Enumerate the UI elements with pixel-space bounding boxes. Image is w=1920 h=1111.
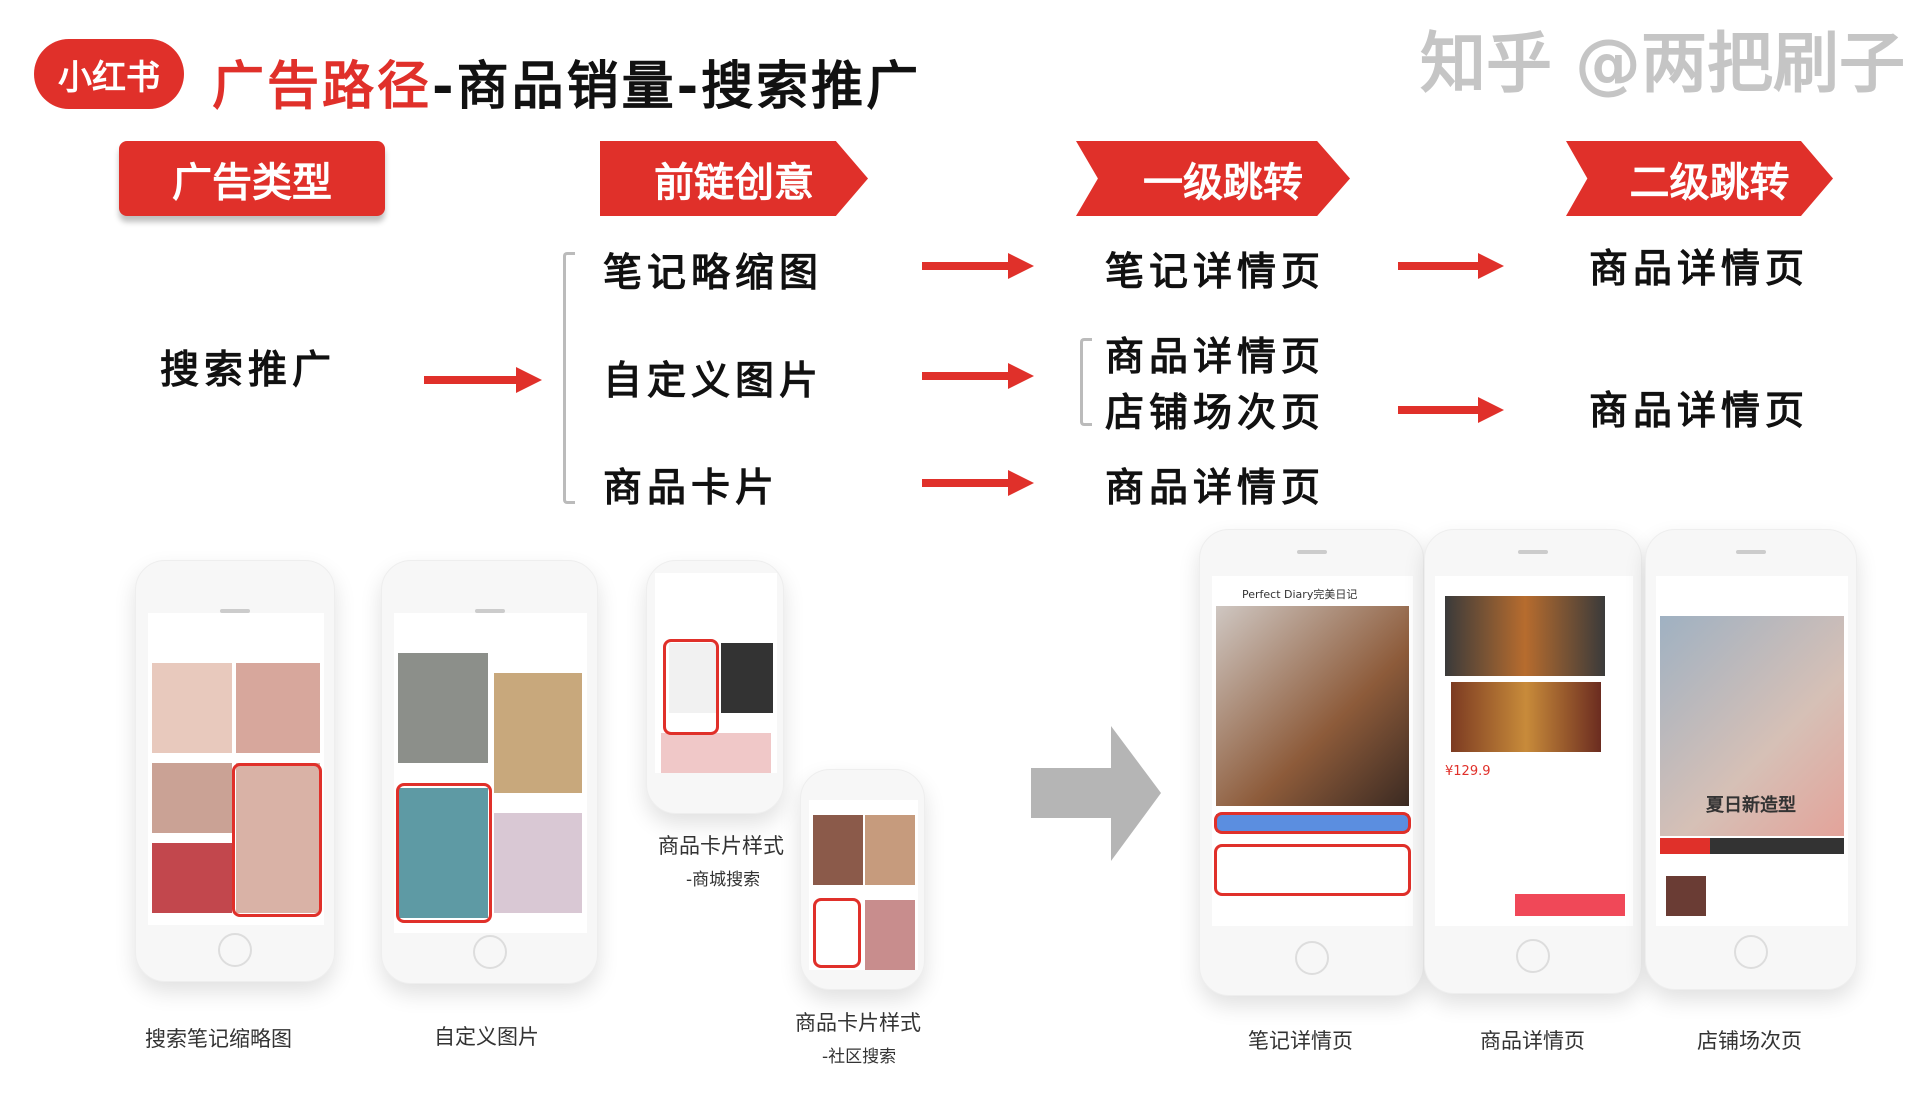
phone-product-detail: ¥129.9 bbox=[1424, 529, 1642, 994]
label-note-detail: 笔记详情页 bbox=[1248, 1029, 1353, 1053]
label-custom-image: 自定义图片 bbox=[434, 1025, 539, 1049]
jump-bracket bbox=[1080, 338, 1092, 426]
phone-screen bbox=[148, 613, 324, 925]
arrow-icon bbox=[922, 253, 1034, 279]
creative-product-card: 商品卡片 bbox=[603, 466, 780, 511]
phone-store-page: 夏日新造型 bbox=[1645, 529, 1857, 990]
label-community-card: 商品卡片样式 bbox=[795, 1011, 921, 1035]
label-mall-card-sub: -商城搜索 bbox=[686, 870, 761, 890]
arrow-icon bbox=[922, 470, 1034, 496]
label-mall-card: 商品卡片样式 bbox=[658, 834, 784, 858]
header-first-jump: 一级跳转 bbox=[1076, 141, 1350, 216]
phone-mall-card bbox=[646, 560, 784, 814]
ad-type-search: 搜索推广 bbox=[160, 348, 337, 393]
xiaohongshu-logo: 小红书 bbox=[34, 39, 184, 109]
header-ad-type: 广告类型 bbox=[119, 141, 385, 216]
phone-custom-image bbox=[381, 560, 598, 984]
product-price: ¥129.9 bbox=[1445, 764, 1491, 779]
phone-screen: ¥129.9 bbox=[1435, 576, 1633, 926]
phone-screen bbox=[394, 613, 587, 933]
label-search-note: 搜索笔记缩略图 bbox=[145, 1027, 292, 1051]
arrow-icon bbox=[922, 363, 1034, 389]
big-gray-arrow-icon bbox=[1031, 726, 1161, 865]
header-second-jump: 二级跳转 bbox=[1566, 141, 1833, 216]
page-title: 广告路径-商品销量-搜索推广 bbox=[212, 44, 921, 119]
arrow-icon bbox=[424, 367, 542, 393]
title-red-part: 广告路径 bbox=[212, 57, 433, 117]
creative-bracket bbox=[563, 252, 575, 504]
second-jump-product-detail: 商品详情页 bbox=[1589, 247, 1810, 292]
label-community-card-sub: -社区搜索 bbox=[822, 1047, 897, 1067]
arrow-icon bbox=[1398, 397, 1504, 423]
first-jump-product-detail: 商品详情页 bbox=[1105, 335, 1326, 380]
creative-custom-image: 自定义图片 bbox=[603, 359, 824, 404]
phone-note-detail: Perfect Diary完美日记 bbox=[1199, 529, 1424, 996]
creative-note-thumbnail: 笔记略缩图 bbox=[603, 251, 824, 296]
phone-search-note bbox=[135, 560, 335, 982]
first-jump-product-detail-2: 商品详情页 bbox=[1105, 466, 1326, 511]
phone-screen: 夏日新造型 bbox=[1656, 576, 1848, 926]
second-jump-product-detail-2: 商品详情页 bbox=[1589, 389, 1810, 434]
phone-screen bbox=[809, 800, 918, 970]
phone-screen: Perfect Diary完美日记 bbox=[1212, 576, 1413, 926]
watermark: 知乎 @两把刷子 bbox=[1420, 25, 1905, 102]
header-creative: 前链创意 bbox=[600, 141, 868, 216]
label-store-page: 店铺场次页 bbox=[1697, 1029, 1802, 1053]
arrow-icon bbox=[1398, 253, 1504, 279]
note-brand: Perfect Diary完美日记 bbox=[1242, 588, 1358, 601]
first-jump-store-page: 店铺场次页 bbox=[1105, 391, 1326, 436]
phone-community-card bbox=[800, 769, 925, 990]
first-jump-note-detail: 笔记详情页 bbox=[1105, 250, 1326, 295]
phone-screen bbox=[655, 573, 777, 773]
title-dark-part: -商品销量-搜索推广 bbox=[432, 57, 922, 117]
store-banner-text: 夏日新造型 bbox=[1706, 795, 1796, 816]
label-product-detail: 商品详情页 bbox=[1480, 1029, 1585, 1053]
